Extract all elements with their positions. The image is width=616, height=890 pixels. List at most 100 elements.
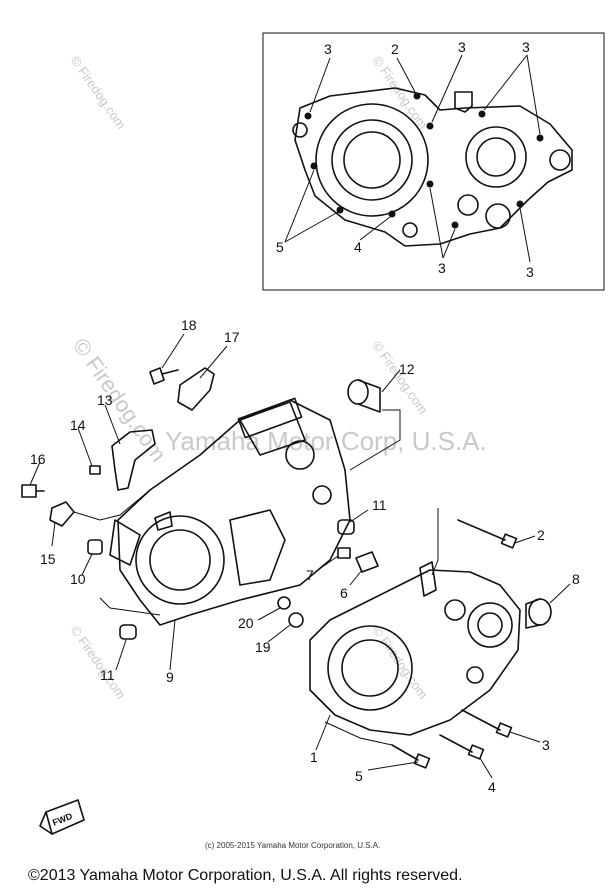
callout-inset-5: 5 <box>276 239 284 255</box>
inset-leaders <box>284 54 541 263</box>
part-6-washer <box>355 551 379 573</box>
callout-11-lower: 11 <box>100 667 115 683</box>
inset-bearing-bore-inner <box>476 137 516 177</box>
part-2-bolt-shank <box>457 519 506 541</box>
watermark-firedog-large: © Firedog.com <box>68 334 171 467</box>
right-bearing-bore-inner <box>477 612 503 638</box>
callout-14: 14 <box>70 417 86 433</box>
left-case-tab <box>109 519 141 566</box>
inset-small-bore <box>485 203 511 229</box>
part-15-plate <box>49 501 75 527</box>
right-bearing-bore-outer <box>467 602 513 648</box>
callout-5: 5 <box>355 768 363 784</box>
part-17-clip <box>177 367 215 411</box>
part-4-bolt-head <box>467 744 485 760</box>
part-3-bolt-head <box>495 722 513 738</box>
part-10-plug <box>87 539 103 555</box>
inset-crankcase-outline <box>294 87 573 247</box>
callout-13: 13 <box>97 392 113 408</box>
right-cylinder-opening-inner <box>341 639 399 697</box>
callout-17: 17 <box>224 329 240 345</box>
left-case-inner-web <box>229 509 286 586</box>
inset-crankcase-view: 3 2 3 3 5 4 3 3 <box>262 32 605 291</box>
part-7-screw <box>337 547 351 559</box>
inset-boss <box>454 91 473 113</box>
left-case-slot <box>154 511 173 531</box>
part-5-bolt-shank <box>391 744 419 761</box>
watermark-firedog-1: © Firedog.com <box>68 53 129 132</box>
callout-16: 16 <box>30 451 46 467</box>
inset-mount-hole-bottom <box>402 222 418 238</box>
right-small-bore <box>466 666 484 684</box>
part-12-sleeve-body <box>357 379 381 413</box>
fwd-arrow-box <box>45 799 85 835</box>
inset-cylinder-bore-outer <box>315 103 429 217</box>
part-5-bolt-head <box>413 753 431 769</box>
small-parts <box>21 367 552 769</box>
callout-12: 12 <box>399 361 415 377</box>
callout-inset-3d: 3 <box>438 260 446 276</box>
copyright-main: ©2013 Yamaha Motor Corporation, U.S.A. A… <box>28 867 463 884</box>
left-crankcase-half <box>109 397 351 626</box>
main-leaders <box>29 333 571 779</box>
left-cylinder-opening-inner <box>149 529 211 591</box>
part-18-bolt-head <box>149 367 165 385</box>
right-seal-seat <box>444 599 466 621</box>
callout-inset-3b: 3 <box>458 39 466 55</box>
left-case-boss <box>239 401 306 456</box>
left-crankcase-outline <box>117 399 351 626</box>
callout-15: 15 <box>40 551 56 567</box>
watermarks: © Firedog.com © Firedog.com © Firedog.co… <box>68 53 487 702</box>
callout-8: 8 <box>572 571 580 587</box>
part-18-bolt-shank <box>161 369 179 375</box>
right-cylinder-opening-outer <box>327 625 413 711</box>
part-11-dowel-upper <box>337 519 355 535</box>
callout-inset-3e: 3 <box>526 264 534 280</box>
fwd-arrow-tip <box>39 811 53 835</box>
callout-inset-3c: 3 <box>522 39 530 55</box>
inset-cylinder-bore-inner <box>331 119 413 201</box>
part-2-bolt-head <box>500 533 518 549</box>
right-case-boss <box>419 561 437 597</box>
main-callouts: 18 17 12 13 14 16 15 10 11 11 7 6 2 8 20… <box>30 317 580 795</box>
left-bolt-boss <box>312 485 332 505</box>
callout-1: 1 <box>310 749 318 765</box>
callout-inset-4: 4 <box>354 239 362 255</box>
callout-10: 10 <box>70 571 86 587</box>
part-12-sleeve-face <box>347 379 369 405</box>
callout-6: 6 <box>340 585 348 601</box>
callout-18: 18 <box>181 317 197 333</box>
part-20-ring <box>277 596 291 610</box>
callout-11-upper: 11 <box>372 497 387 513</box>
part-4-bolt-shank <box>439 734 473 753</box>
inset-bearing-bore-outer <box>465 126 527 188</box>
callout-9: 9 <box>166 669 174 685</box>
part-19-plug <box>288 612 304 628</box>
part-8-sleeve-body <box>525 598 541 629</box>
callout-inset-3a: 3 <box>324 41 332 57</box>
inset-cylinder-bore-core <box>343 131 401 189</box>
left-seal-seat <box>285 440 315 470</box>
part-14-screw <box>89 465 101 475</box>
right-crankcase-half <box>309 561 521 736</box>
watermark-firedog-3: © Firedog.com <box>370 338 431 417</box>
inset-mount-hole-left <box>292 122 308 138</box>
right-crankcase-outline <box>309 569 521 736</box>
callout-4: 4 <box>488 779 496 795</box>
left-case-ribs <box>237 397 303 439</box>
left-cylinder-opening-outer <box>135 515 225 605</box>
inset-frame <box>262 32 605 291</box>
callout-2: 2 <box>537 527 545 543</box>
part-13-bracket <box>111 429 156 491</box>
part-3-bolt-shank <box>461 709 501 731</box>
inset-shaft-hole <box>457 194 479 216</box>
copyright-small: (c) 2005-2015 Yamaha Motor Corporation, … <box>205 841 380 850</box>
inset-bolt-heads <box>304 92 544 229</box>
callout-7: 7 <box>306 567 314 583</box>
inset-mount-hole-right <box>549 149 571 171</box>
callout-3: 3 <box>542 737 550 753</box>
watermark-firedog-5: © Firedog.com <box>370 623 431 702</box>
watermark-yamaha: Yamaha Motor Corp, U.S.A. <box>165 426 487 456</box>
